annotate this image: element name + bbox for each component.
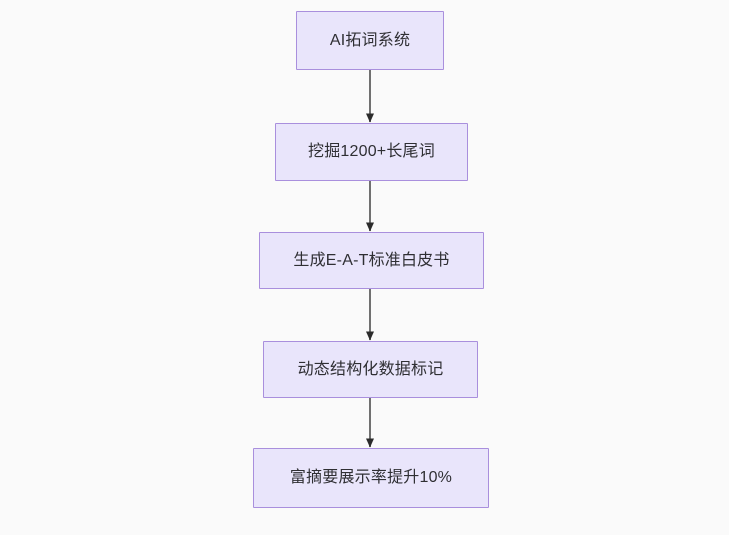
flow-node-dynamic-structured-data-markup[interactable]: 动态结构化数据标记 (263, 341, 478, 398)
flow-node-rich-snippet-impression-lift[interactable]: 富摘要展示率提升10% (253, 448, 489, 508)
flow-node-generate-eat-whitepaper[interactable]: 生成E-A-T标准白皮书 (259, 232, 484, 289)
flow-node-ai-keyword-system[interactable]: AI拓词系统 (296, 11, 444, 70)
flow-node-label: AI拓词系统 (329, 31, 411, 49)
flow-node-label: 富摘要展示率提升10% (289, 469, 453, 487)
flow-node-label: 挖掘1200+长尾词 (308, 143, 435, 161)
flow-node-mine-longtail-keywords[interactable]: 挖掘1200+长尾词 (275, 123, 468, 181)
flow-node-label: 动态结构化数据标记 (297, 360, 444, 378)
flow-node-label: 生成E-A-T标准白皮书 (293, 251, 450, 269)
